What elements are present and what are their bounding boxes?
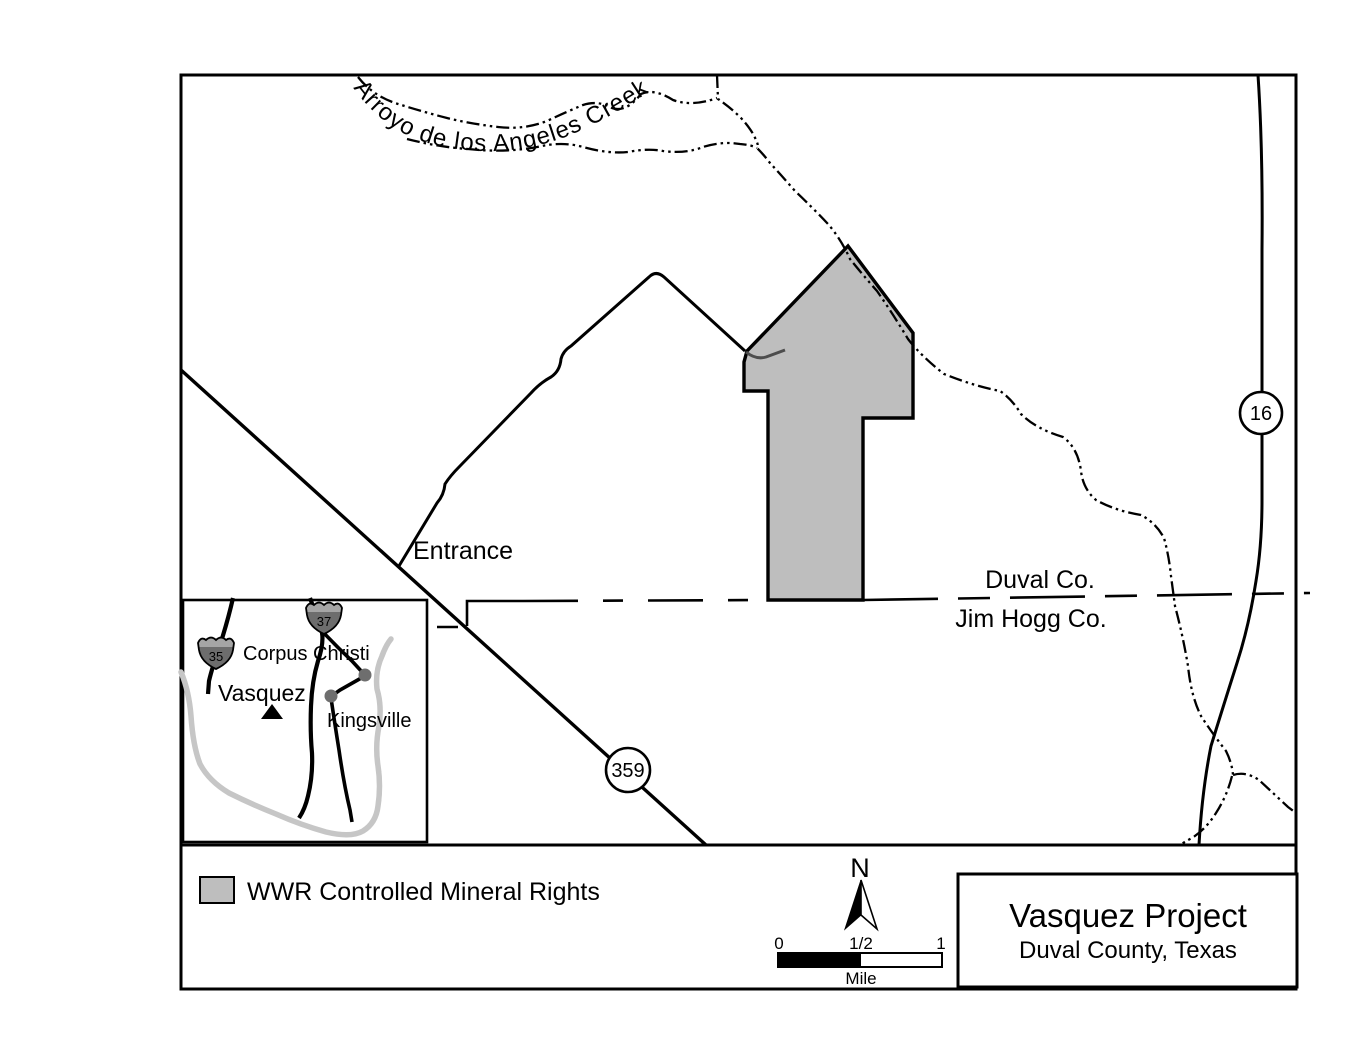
title-block: Vasquez Project Duval County, Texas <box>956 872 1299 989</box>
creek-south-branch <box>1178 775 1234 847</box>
legend: WWR Controlled Mineral Rights <box>199 876 600 906</box>
scale-bar-white-segment <box>859 952 943 968</box>
shield-outline <box>197 636 235 670</box>
interstate-35-shield: 35 <box>197 636 235 670</box>
north-arrow: N <box>843 853 879 932</box>
gulf-coastline <box>178 636 394 838</box>
title-box <box>956 872 1299 989</box>
city-dot-kingsville <box>324 689 338 703</box>
kingsville-label: Kingsville <box>327 710 411 732</box>
creek-lower-branch <box>406 137 758 154</box>
legend-label: WWR Controlled Mineral Rights <box>247 878 600 906</box>
creek-main-channel <box>715 74 1235 776</box>
entrance-access-road <box>397 272 747 567</box>
interstate-35-number: 35 <box>209 649 223 664</box>
corpus-christi-label: Corpus Christi <box>243 643 370 665</box>
entrance-label: Entrance <box>413 537 513 565</box>
scale-one-label: 1 <box>936 934 945 953</box>
highway-16-shield <box>1238 390 1284 436</box>
north-label: N <box>850 853 870 883</box>
scale-bar-black-segment <box>777 952 861 968</box>
county-line-east <box>862 591 1311 602</box>
highway-16-shield-label: 16 <box>1250 403 1272 425</box>
duval-county-label: Duval Co. <box>985 566 1095 594</box>
inset-location-map: 35 37 Corpus Christi Vasquez Kingsville <box>178 597 429 844</box>
highway-359-shield <box>604 746 652 794</box>
county-line-jog <box>465 599 523 626</box>
vasquez-triangle-marker <box>261 704 283 719</box>
scale-unit-label: Mile <box>845 969 876 988</box>
creek-upper-branch <box>357 76 718 129</box>
legend-swatch <box>199 876 235 904</box>
interstate-37-shield: 37 <box>305 601 343 635</box>
project-title: Vasquez Project <box>1009 897 1247 934</box>
jim-hogg-county-label: Jim Hogg Co. <box>955 605 1106 633</box>
vasquez-label: Vasquez <box>218 680 306 706</box>
scale-half-label: 1/2 <box>849 934 873 953</box>
scale-zero-label: 0 <box>774 934 783 953</box>
interstate-37-number: 37 <box>317 614 331 629</box>
creek-east-branch <box>1232 772 1297 814</box>
highway-16-road <box>1197 74 1264 846</box>
wwr-mineral-rights-polygon <box>742 243 915 602</box>
project-subtitle: Duval County, Texas <box>1019 937 1237 964</box>
highway-359-shield-label: 359 <box>611 760 644 782</box>
county-line-west <box>522 598 769 603</box>
north-arrow-right-wing <box>860 879 879 932</box>
kingsville-road-south <box>329 697 354 823</box>
scale-bar: 0 1/2 1 Mile <box>774 934 945 988</box>
city-dot-north <box>358 668 372 682</box>
interior-track-line <box>745 348 786 360</box>
shield-outline <box>305 601 343 635</box>
